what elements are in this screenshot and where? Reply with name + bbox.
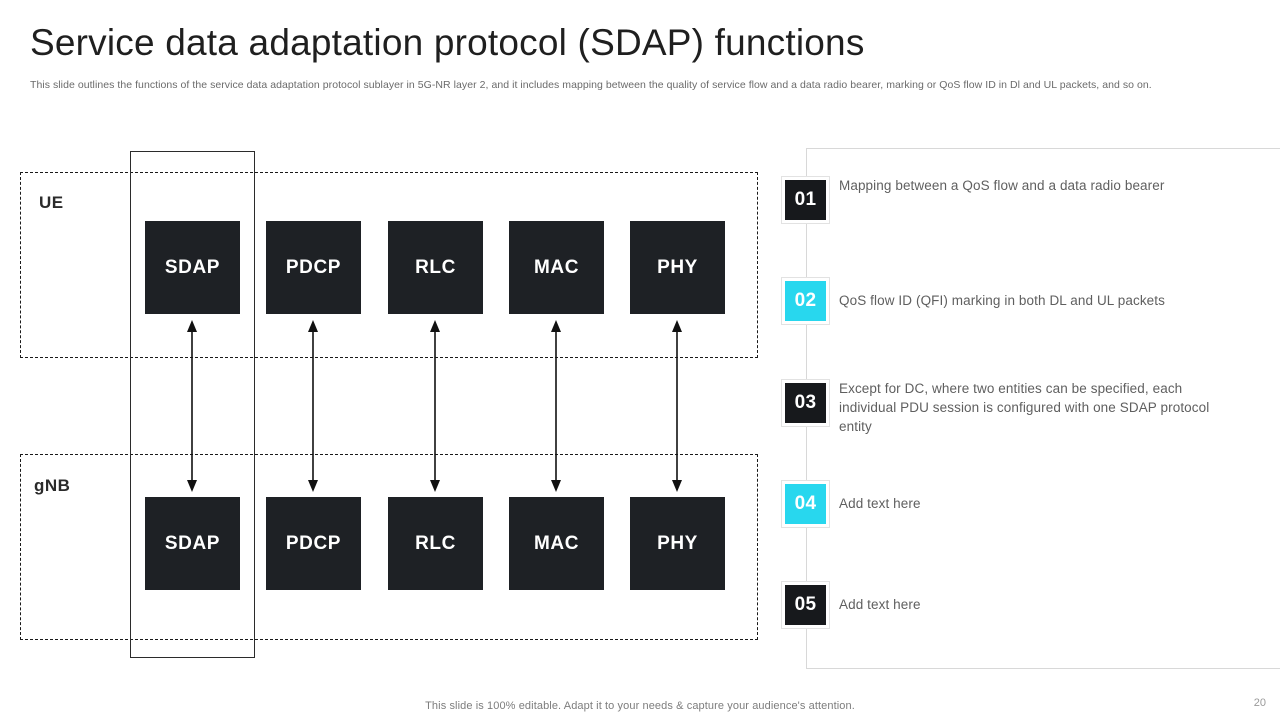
gnb-layer-box-rlc: RLC	[388, 497, 483, 590]
panel-top-rule	[806, 148, 1280, 149]
ue-layer-box-rlc: RLC	[388, 221, 483, 314]
gnb-layer-box-phy: PHY	[630, 497, 725, 590]
ue-layer-box-pdcp: PDCP	[266, 221, 361, 314]
gnb-layer-box-mac: MAC	[509, 497, 604, 590]
gnb-layer-box-pdcp: PDCP	[266, 497, 361, 590]
step-number-badge: 04	[785, 484, 826, 524]
page-subtitle: This slide outlines the functions of the…	[30, 79, 1152, 91]
step-text: QoS flow ID (QFI) marking in both DL and…	[839, 293, 1165, 308]
page-title: Service data adaptation protocol (SDAP) …	[30, 22, 865, 63]
step-number-badge: 01	[785, 180, 826, 220]
page-number: 20	[1253, 697, 1266, 709]
step-text: Except for DC, where two entities can be…	[839, 381, 1210, 434]
list-item[interactable]: 03 Except for DC, where two entities can…	[781, 379, 1239, 436]
double-arrow-icon-mac	[551, 320, 561, 492]
gnb-group-label: gNB	[34, 476, 71, 495]
double-arrow-icon-rlc	[430, 320, 440, 492]
ue-layer-box-phy: PHY	[630, 221, 725, 314]
step-number-badge: 03	[785, 383, 826, 423]
ue-layer-box-sdap: SDAP	[145, 221, 240, 314]
protocol-stack-diagram: UE gNB SDAP PDCP RLC MAC PHY SDAP PDCP R…	[20, 151, 758, 658]
functions-list-panel: 01 Mapping between a QoS flow and a data…	[770, 130, 1280, 690]
double-arrow-icon-pdcp	[308, 320, 318, 492]
list-item[interactable]: 02 QoS flow ID (QFI) marking in both DL …	[781, 277, 1165, 325]
step-badge-wrap: 04	[781, 480, 830, 528]
step-badge-wrap: 03	[781, 379, 830, 427]
step-text: Add text here	[839, 496, 921, 511]
step-number-badge: 02	[785, 281, 826, 321]
step-text: Add text here	[839, 597, 921, 612]
ue-layer-box-mac: MAC	[509, 221, 604, 314]
step-text: Mapping between a QoS flow and a data ra…	[839, 178, 1165, 193]
double-arrow-icon-phy	[672, 320, 682, 492]
list-item[interactable]: 05 Add text here	[781, 581, 921, 629]
footer-note: This slide is 100% editable. Adapt it to…	[425, 700, 855, 712]
ue-group-label: UE	[39, 193, 64, 212]
step-badge-wrap: 02	[781, 277, 830, 325]
list-item[interactable]: 01 Mapping between a QoS flow and a data…	[781, 176, 1164, 224]
list-item[interactable]: 04 Add text here	[781, 480, 921, 528]
step-badge-wrap: 05	[781, 581, 830, 629]
gnb-layer-box-sdap: SDAP	[145, 497, 240, 590]
double-arrow-icon-sdap	[187, 320, 197, 492]
step-number-badge: 05	[785, 585, 826, 625]
sdap-column-highlight	[130, 151, 255, 658]
panel-bottom-rule	[806, 668, 1280, 669]
step-badge-wrap: 01	[781, 176, 830, 224]
ue-group-box	[20, 172, 758, 358]
gnb-group-box	[20, 454, 758, 640]
